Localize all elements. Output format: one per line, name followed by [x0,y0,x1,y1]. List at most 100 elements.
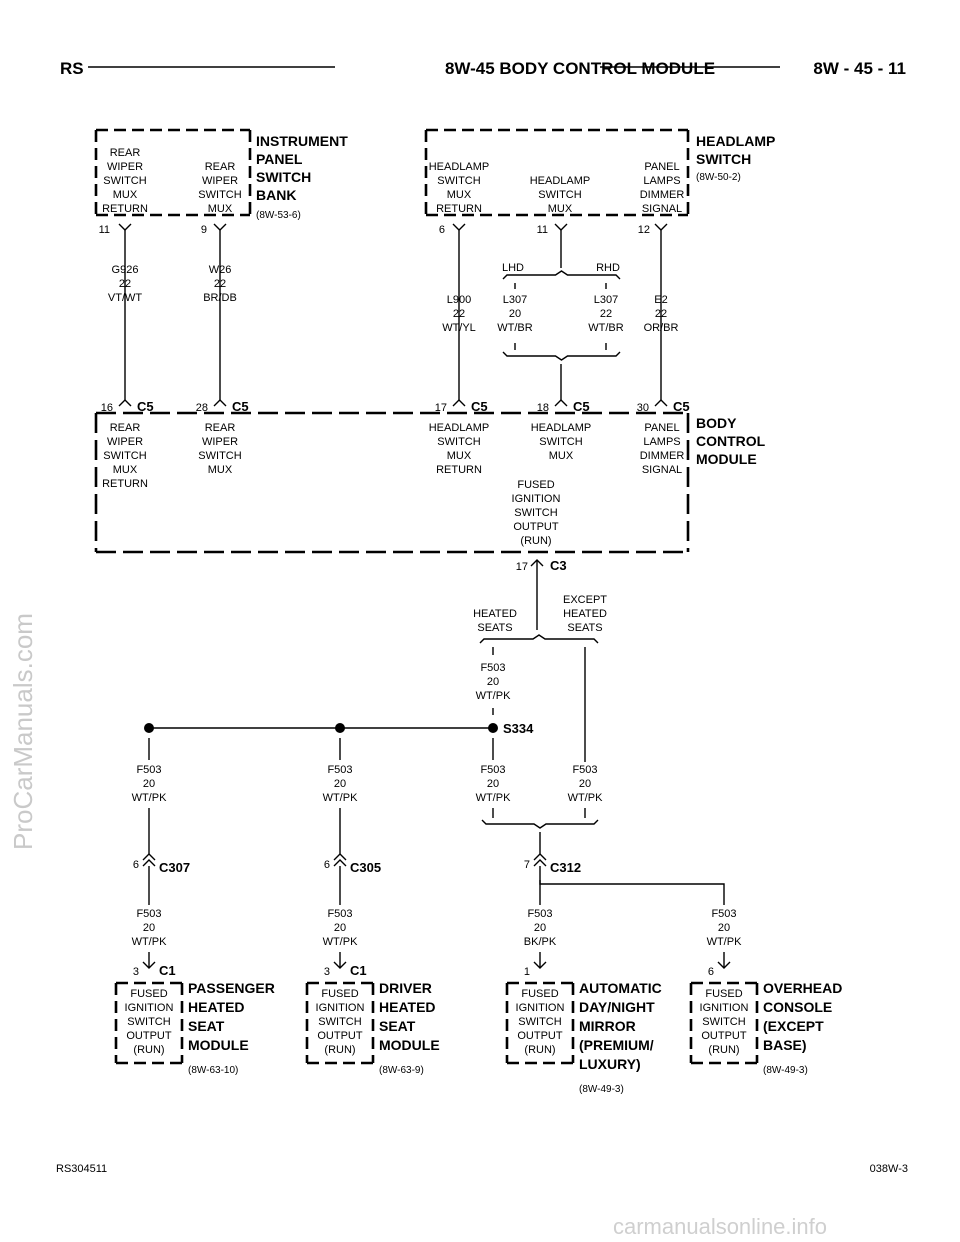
connector-female-symbol [213,223,227,231]
pin-number: 18 [537,402,549,414]
wire-label: F503 [572,764,597,776]
splice-name: S334 [503,721,534,736]
automatic-day-night-mirror-connector-symbol [533,961,547,969]
automatic-day-night-mirror-pin-label: OUTPUT [517,1030,563,1042]
bcm-pin-label: HEADLAMP [429,422,490,434]
wire-label: 20 [487,676,499,688]
bcm-name-text: CONTROL [696,433,766,449]
hls-ref-text: (8W-50-2) [696,172,741,183]
automatic-day-night-mirror-name-text: MIRROR [579,1018,636,1034]
pin-number: 6 [324,859,330,871]
wire-label: WT/BR [588,322,623,334]
bcm-pin-label: PANEL [644,422,679,434]
option-heated-text: SEATS [477,622,512,634]
bcm-connector-symbol [654,399,668,407]
option-lhd-text: LHD [502,262,524,274]
connector-name: C307 [159,860,190,875]
wire-label: WT/YL [442,322,476,334]
wire-label: WT/PK [323,936,358,948]
wire-label: 20 [509,308,521,320]
passenger-heated-seat-module-name-text: PASSENGER [188,980,275,996]
wire-label: F503 [136,908,161,920]
splice-dot [335,723,345,733]
ipsb-name-text: BANK [256,187,296,203]
bcm-pin-label: RETURN [436,464,482,476]
driver-heated-seat-module-pin-label: OUTPUT [317,1030,363,1042]
ipsb-pin-label: WIPER [202,175,238,187]
bcm-pin-label: MUX [549,450,574,462]
automatic-day-night-mirror-box [505,981,575,1065]
pin-number: 1 [524,966,530,978]
passenger-heated-seat-module-ref-text: (8W-63-10) [188,1065,238,1076]
body-control-module-box [94,411,690,554]
wire-label: 20 [334,778,346,790]
driver-heated-seat-module-name-text: HEATED [379,999,436,1015]
overhead-console-connector-symbol [717,961,731,969]
driver-heated-seat-module-name-text: SEAT [379,1018,416,1034]
splice-dot [144,723,154,733]
inline-connector-symbol [142,853,156,861]
bcm-pin-label: REAR [205,422,236,434]
inline-connector-symbol [142,859,156,867]
bcm-connector-symbol [452,399,466,407]
ipsb-name-text: SWITCH [256,169,311,185]
wire-label: 22 [655,308,667,320]
automatic-day-night-mirror-pin-label: IGNITION [516,1002,565,1014]
automatic-day-night-mirror-name-text: AUTOMATIC [579,980,662,996]
hls-pin-label: HEADLAMP [530,175,591,187]
passenger-heated-seat-module-name-text: SEAT [188,1018,225,1034]
driver-heated-seat-module-name-text: MODULE [379,1037,440,1053]
hls-pin-label: HEADLAMP [429,161,490,173]
ipsb-pin-label: SWITCH [103,175,146,187]
heated-seats-bracket [481,819,599,829]
bcm-name-text: BODY [696,415,737,431]
driver-heated-seat-module-pin-label: IGNITION [316,1002,365,1014]
pin-number: 30 [637,402,649,414]
pin-number: 17 [516,561,528,573]
wire-label: L307 [594,294,618,306]
heated-seats-bracket [479,634,599,644]
hls-pin-label: PANEL [644,161,679,173]
pin-number: 6 [708,966,714,978]
wire-label: VT/WT [108,292,142,304]
bcm-connector-symbol [554,399,568,407]
bcm-pin-label: SWITCH [514,507,557,519]
pin-number: 6 [133,859,139,871]
footer-left-text: RS304511 [56,1163,107,1175]
wire-label: BK/PK [524,936,557,948]
overhead-console-box [689,981,759,1065]
bcm-pin-label: DIMMER [640,450,685,462]
footer-right-text: 038W-3 [870,1163,908,1175]
hls-pin-label: MUX [548,203,573,215]
passenger-heated-seat-module-connector-symbol [142,961,156,969]
connector-name: C5 [573,399,590,414]
driver-heated-seat-module-box [305,981,375,1065]
wire-f503-console [539,880,725,905]
hls-pin-label: LAMPS [643,175,680,187]
wire-label: 22 [214,278,226,290]
wire-label: F503 [327,764,352,776]
overhead-console-ref-text: (8W-49-3) [763,1065,808,1076]
driver-heated-seat-module-pin-label: FUSED [321,988,358,1000]
connector-name: C5 [673,399,690,414]
wire-label: BR/DB [203,292,237,304]
wire-label: G926 [112,264,139,276]
pin-number: 11 [537,224,548,236]
bcm-pin-label: MUX [447,450,472,462]
hls-pin-label: SWITCH [437,175,480,187]
wire-label: 20 [143,922,155,934]
automatic-day-night-mirror-name-text: (PREMIUM/ [579,1037,654,1053]
wire-label: WT/BR [497,322,532,334]
wire-label: 20 [334,922,346,934]
wire-label: 20 [534,922,546,934]
bcm-connector-symbol [213,399,227,407]
ipsb-pin-label: MUX [113,189,138,201]
connector-name: C3 [550,558,567,573]
splice-s334-dot [488,723,498,733]
ipsb-pin-label: SWITCH [198,189,241,201]
bcm-pin-label: (RUN) [520,535,551,547]
bcm-pin-label: WIPER [107,436,143,448]
overhead-console-pin-label: OUTPUT [701,1030,747,1042]
passenger-heated-seat-module-name-text: MODULE [188,1037,249,1053]
